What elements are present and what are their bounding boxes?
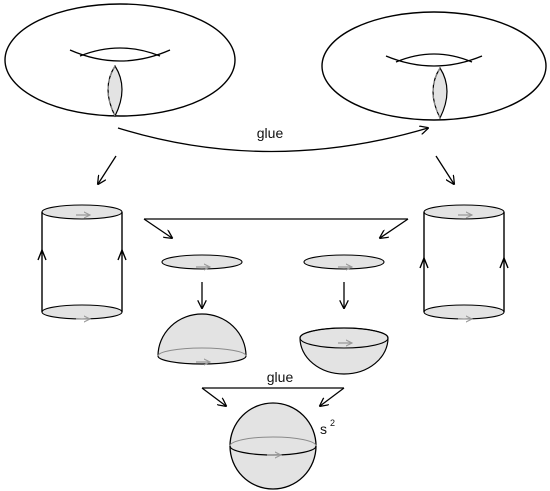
right-disk xyxy=(303,254,385,269)
sphere-label: s xyxy=(320,421,327,437)
left-torus-to-cylinder-arrow xyxy=(98,155,117,184)
top-glue-label: glue xyxy=(257,125,284,141)
right-cylinder xyxy=(419,204,509,319)
left-torus-cut-disk xyxy=(107,64,123,118)
left-cylinder xyxy=(37,204,127,319)
right-torus-cut-disk xyxy=(432,66,448,120)
right-cylinder-edge-arrow-right xyxy=(499,256,509,269)
sphere xyxy=(229,402,317,490)
right-torus xyxy=(321,11,547,121)
left-disk xyxy=(161,254,243,269)
bottom-glue-label: glue xyxy=(267,369,294,385)
upper-hemisphere xyxy=(157,313,247,364)
right-torus-to-cylinder-arrow xyxy=(435,155,454,184)
lower-hemisphere xyxy=(299,327,389,375)
left-cylinder-edge-arrow-left xyxy=(37,248,47,261)
left-torus xyxy=(4,3,236,118)
cylinder-to-disk-arrows xyxy=(143,218,409,238)
top-glue-arrow xyxy=(117,128,428,153)
bottom-glue-arrows xyxy=(201,387,345,406)
right-cylinder-edge-arrow-left xyxy=(419,256,429,269)
left-cylinder-edge-arrow-right xyxy=(117,248,127,261)
sphere-label-exponent: 2 xyxy=(330,418,335,428)
